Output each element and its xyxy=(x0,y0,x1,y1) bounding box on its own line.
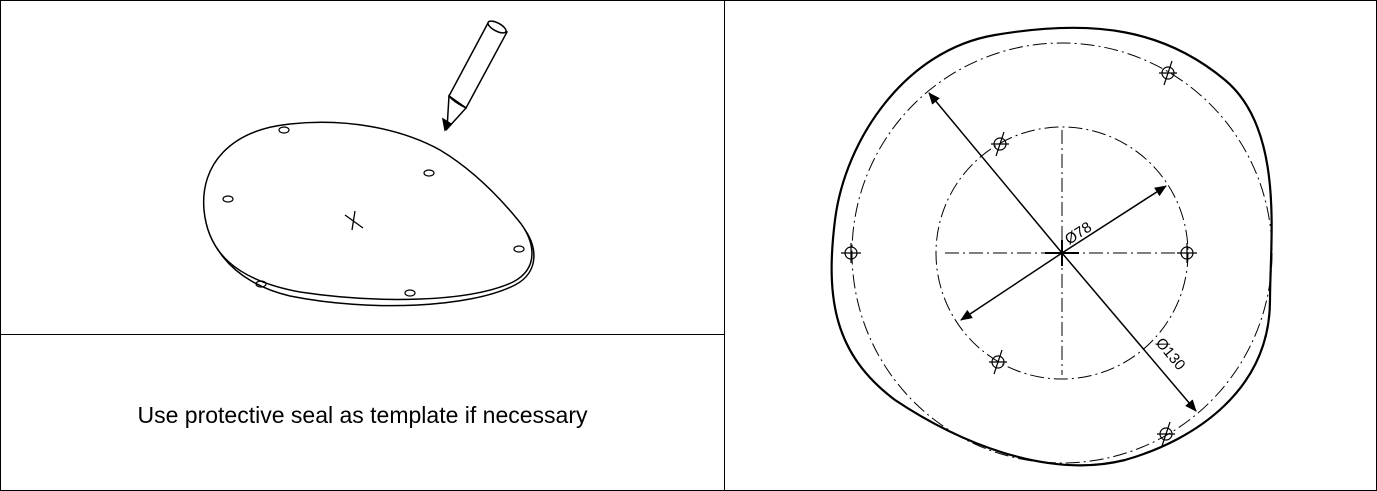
inner-diameter-dimension-line xyxy=(960,252,1063,321)
caption-text: Use protective seal as template if neces… xyxy=(137,402,588,428)
dimension-drawing: Ø78 Ø130 xyxy=(830,26,1273,467)
bolt-hole xyxy=(991,131,1009,157)
pencil-icon xyxy=(441,20,509,132)
column-divider xyxy=(724,0,725,491)
seal-hole xyxy=(513,245,525,253)
caption-cell: Use protective seal as template if neces… xyxy=(0,334,725,491)
bolt-holes xyxy=(841,60,1197,447)
seal-hole xyxy=(255,280,267,288)
seal-contour xyxy=(830,26,1273,467)
bolt-hole xyxy=(1157,421,1175,447)
seal-holes xyxy=(222,126,525,297)
bolt-hole xyxy=(1177,243,1197,263)
row-divider xyxy=(0,334,725,335)
inner-diameter-label: Ø78 xyxy=(1062,219,1095,249)
outer-diameter-dimension-line xyxy=(1061,252,1197,412)
seal-illustration-cell xyxy=(0,0,725,334)
seal-hole xyxy=(404,289,416,297)
bolt-hole xyxy=(989,349,1007,375)
seal-outline xyxy=(202,121,533,301)
seal-hole xyxy=(222,195,234,203)
x-mark-icon xyxy=(344,210,364,231)
outer-diameter-label: Ø130 xyxy=(1152,335,1189,374)
seal-hole xyxy=(423,169,435,177)
seal-hole xyxy=(278,126,290,134)
dimension-drawing-cell: Ø78 Ø130 xyxy=(725,0,1377,491)
inner-diameter-dimension-line xyxy=(1061,185,1167,254)
bolt-hole xyxy=(1159,60,1177,86)
outer-diameter-dimension-line xyxy=(928,92,1063,254)
bolt-hole xyxy=(841,243,861,263)
seal-illustration xyxy=(202,20,535,307)
